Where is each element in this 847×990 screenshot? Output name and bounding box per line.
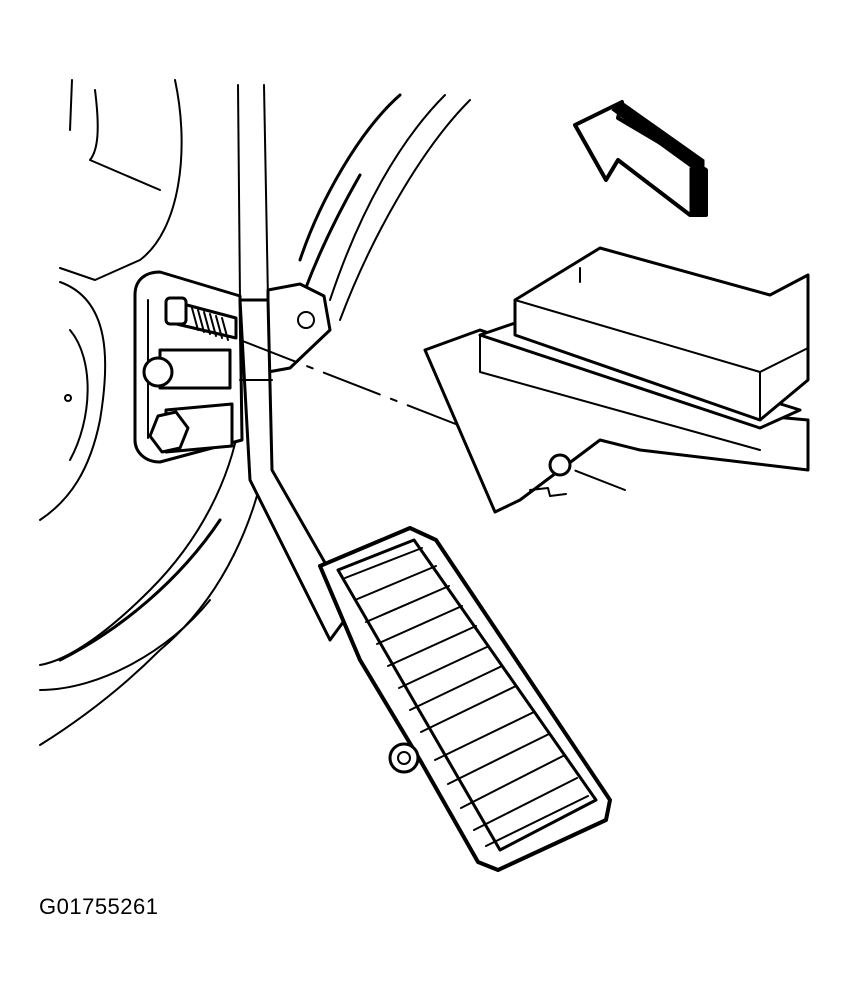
mounting-bolts: [142, 296, 238, 454]
pedal-pad-ribs: [344, 547, 589, 847]
forward-arrow-icon: [573, 100, 708, 217]
bolt-thread: [191, 307, 229, 341]
pedal-pad: [318, 526, 612, 872]
pivot-bracket: [266, 282, 332, 374]
figure-reference-id: G01755261: [39, 894, 159, 919]
body-panel-lines: [39, 79, 471, 746]
pedal-sensor-module: [423, 246, 810, 514]
